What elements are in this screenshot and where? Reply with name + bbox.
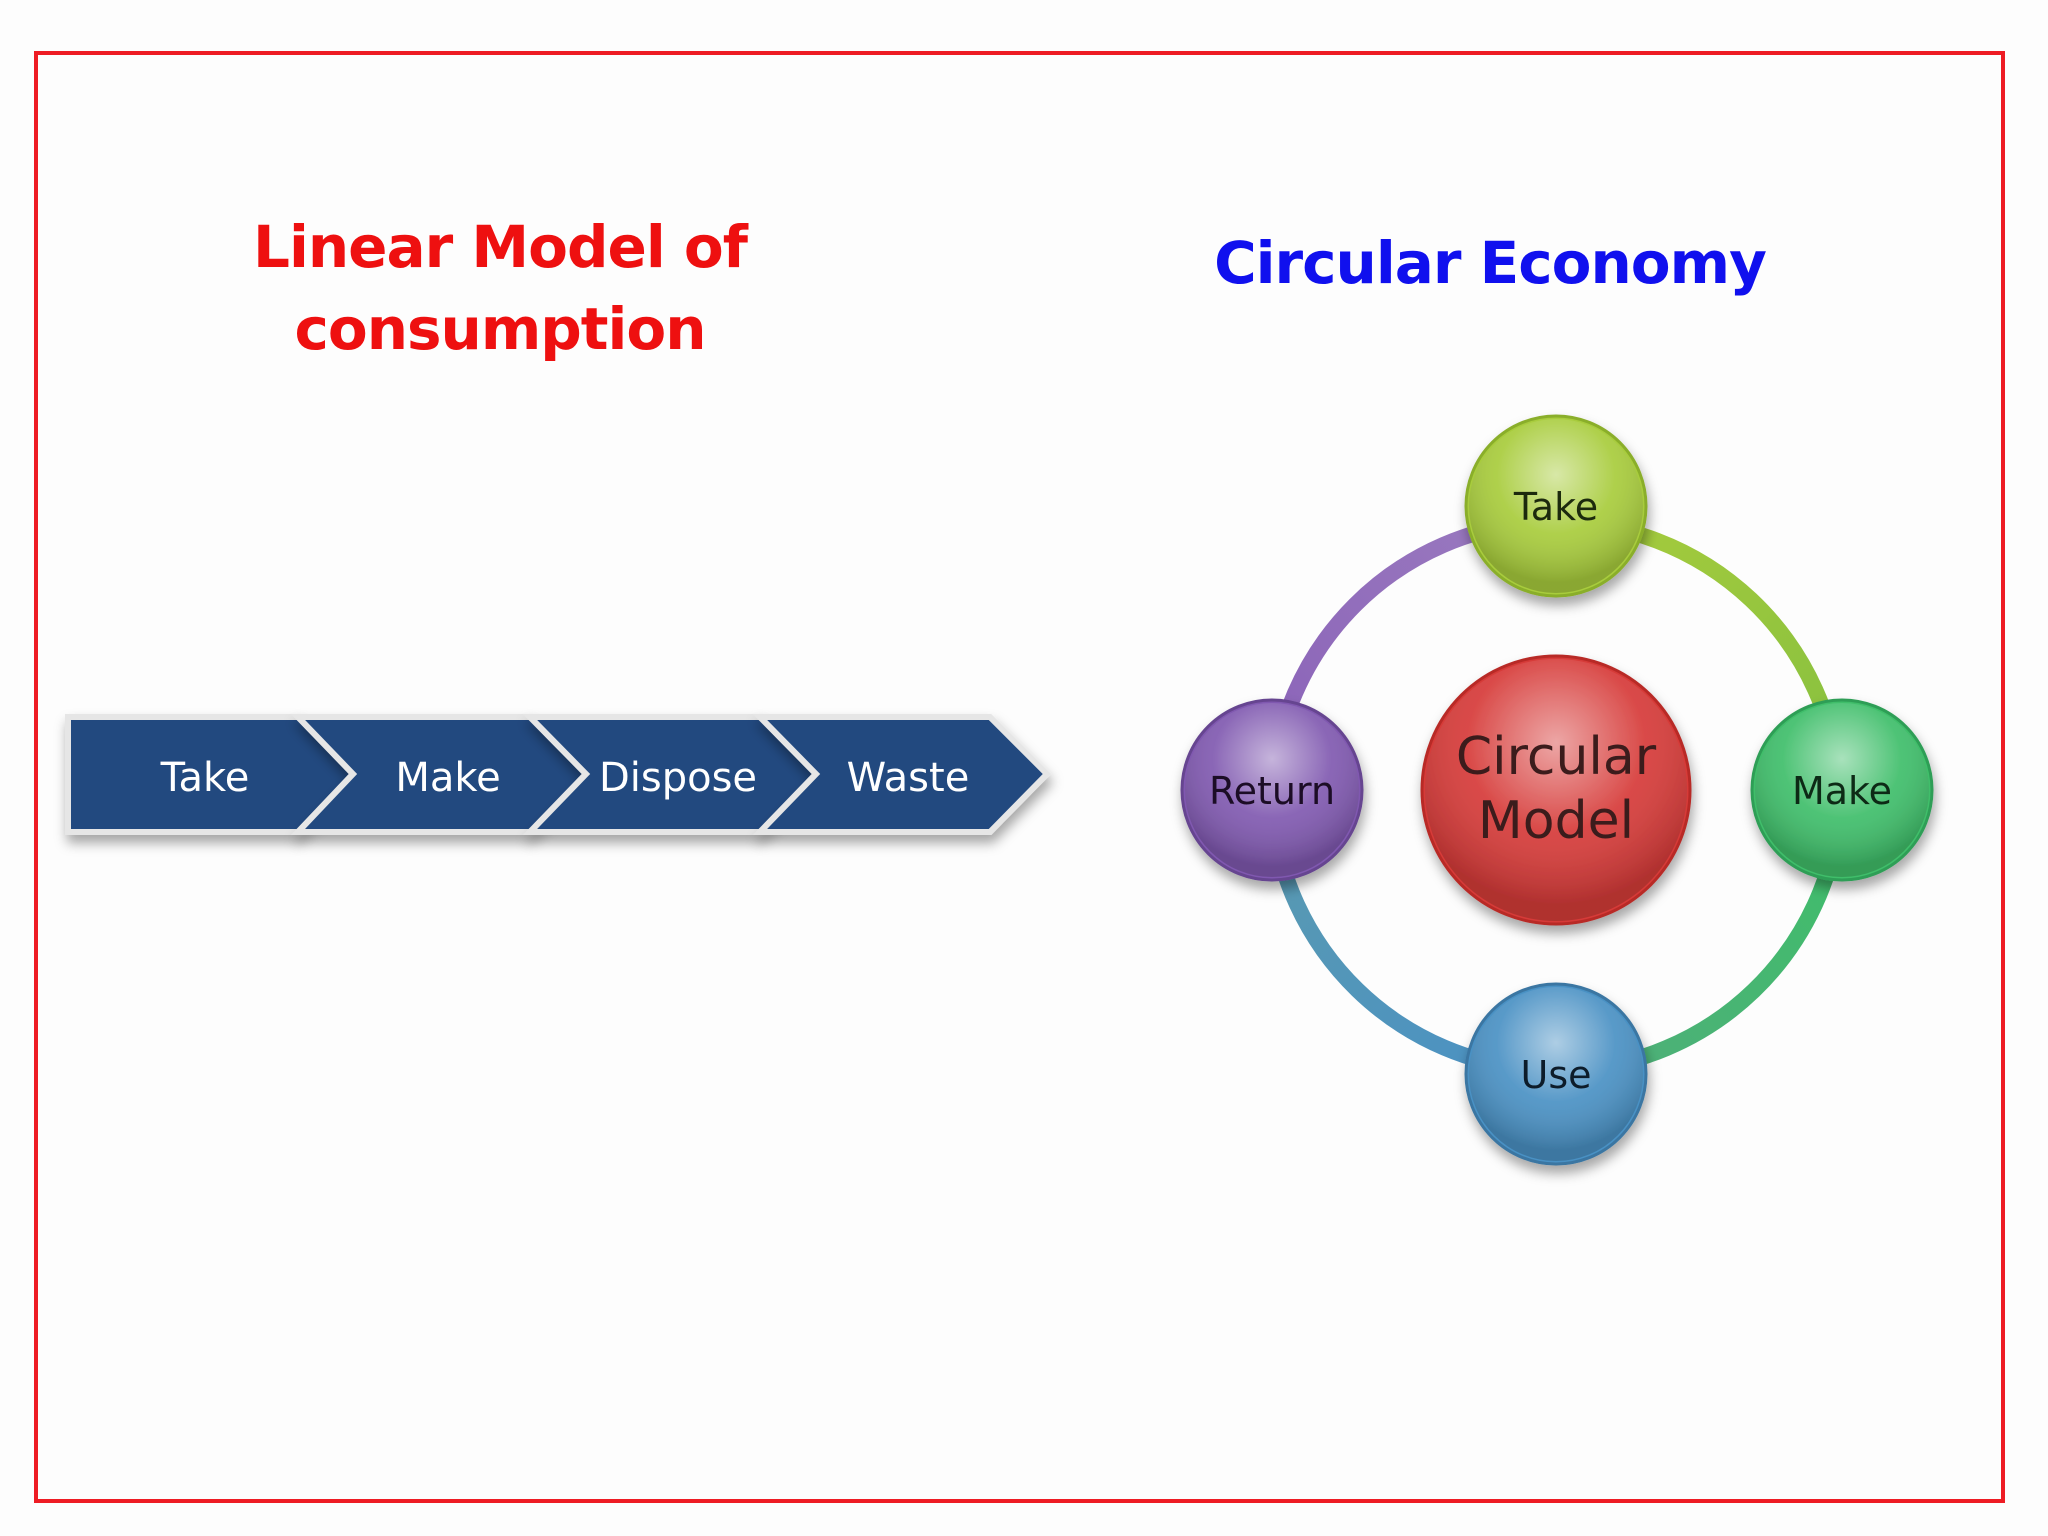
linear-step-waste: Waste bbox=[752, 714, 1052, 835]
linear-title-line-2: consumption bbox=[294, 295, 706, 363]
linear-step-label: Make bbox=[395, 755, 500, 801]
circular-economy-title: Circular Economy bbox=[1214, 229, 1767, 297]
node-label: Return bbox=[1209, 769, 1335, 813]
linear-process-arrows: Take Make Dispose Waste bbox=[65, 714, 1052, 835]
node-make: Make bbox=[1750, 698, 1934, 882]
linear-step-label: Waste bbox=[847, 755, 970, 801]
node-take: Take bbox=[1464, 414, 1648, 598]
node-use: Use bbox=[1464, 982, 1648, 1166]
linear-step-label: Dispose bbox=[599, 755, 757, 801]
linear-model-title: Linear Model of consumption bbox=[200, 206, 800, 370]
node-label: Use bbox=[1521, 1053, 1592, 1097]
node-label: Make bbox=[1792, 769, 1892, 813]
node-label: Take bbox=[1513, 485, 1598, 529]
linear-title-line-1: Linear Model of bbox=[253, 213, 748, 281]
center-circular-model: Circular Model bbox=[1420, 654, 1692, 926]
slide-frame bbox=[34, 51, 2005, 1503]
center-label-line-2: Model bbox=[1478, 791, 1634, 851]
linear-step-dispose: Dispose bbox=[522, 714, 821, 835]
linear-step-label: Take bbox=[160, 755, 250, 801]
center-label-line-1: Circular bbox=[1456, 727, 1657, 787]
node-return: Return bbox=[1180, 698, 1364, 882]
